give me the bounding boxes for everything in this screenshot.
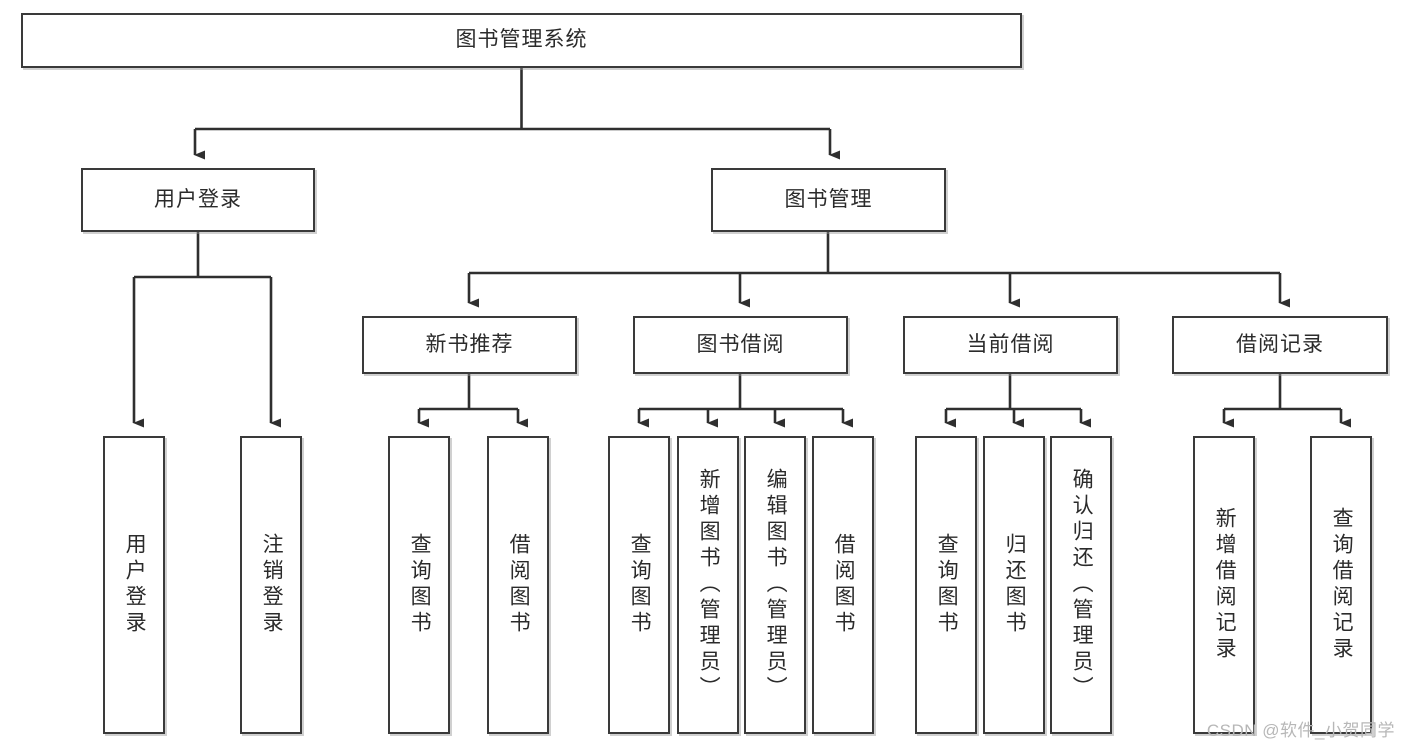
node-leaf-query-record[interactable]: 查询借阅记录 — [1310, 436, 1372, 734]
node-borrow-record[interactable]: 借阅记录 — [1172, 316, 1388, 374]
node-leaf-edit-book-label: 编辑图书（管理员） — [764, 468, 788, 702]
node-current-borrow-label: 当前借阅 — [966, 332, 1055, 356]
node-leaf-query-record-label: 查询借阅记录 — [1330, 507, 1354, 663]
node-leaf-return-book-label: 归还图书 — [1003, 533, 1027, 637]
node-leaf-borrow-book-2-label: 借阅图书 — [832, 533, 856, 637]
node-root-label: 图书管理系统 — [455, 28, 588, 52]
node-leaf-query-book-1[interactable]: 查询图书 — [388, 436, 450, 734]
node-leaf-borrow-book-2[interactable]: 借阅图书 — [812, 436, 874, 734]
node-leaf-query-book-2[interactable]: 查询图书 — [608, 436, 670, 734]
node-book-borrow[interactable]: 图书借阅 — [633, 316, 848, 374]
node-leaf-return-book[interactable]: 归还图书 — [983, 436, 1045, 734]
node-leaf-confirm-return[interactable]: 确认归还（管理员） — [1050, 436, 1112, 734]
node-leaf-add-book-label: 新增图书（管理员） — [697, 468, 721, 702]
node-book-manage-label: 图书管理 — [784, 187, 873, 211]
node-leaf-query-book-2-label: 查询图书 — [628, 533, 652, 637]
node-user-login[interactable]: 用户登录 — [81, 168, 315, 232]
node-leaf-user-logout-label: 注销登录 — [260, 533, 284, 637]
node-user-login-label: 用户登录 — [154, 187, 242, 211]
node-book-borrow-label: 图书借阅 — [696, 332, 785, 356]
node-current-borrow[interactable]: 当前借阅 — [903, 316, 1118, 374]
node-borrow-record-label: 借阅记录 — [1236, 332, 1324, 356]
node-book-manage[interactable]: 图书管理 — [711, 168, 946, 232]
node-leaf-query-book-3[interactable]: 查询图书 — [915, 436, 977, 734]
node-leaf-user-login[interactable]: 用户登录 — [103, 436, 165, 734]
node-leaf-borrow-book-1-label: 借阅图书 — [507, 533, 531, 637]
node-root[interactable]: 图书管理系统 — [21, 13, 1022, 68]
node-new-book-recommend[interactable]: 新书推荐 — [362, 316, 577, 374]
node-leaf-add-record[interactable]: 新增借阅记录 — [1193, 436, 1255, 734]
node-leaf-confirm-return-label: 确认归还（管理员） — [1070, 468, 1094, 702]
node-leaf-query-book-1-label: 查询图书 — [408, 533, 432, 637]
node-leaf-add-record-label: 新增借阅记录 — [1213, 507, 1237, 663]
node-leaf-borrow-book-1[interactable]: 借阅图书 — [487, 436, 549, 734]
node-leaf-add-book[interactable]: 新增图书（管理员） — [677, 436, 739, 734]
node-new-book-recommend-label: 新书推荐 — [425, 332, 514, 356]
node-leaf-user-logout[interactable]: 注销登录 — [240, 436, 302, 734]
watermark: CSDN @软件_小贺同学 — [1206, 721, 1395, 740]
node-leaf-user-login-label: 用户登录 — [123, 533, 147, 637]
node-leaf-query-book-3-label: 查询图书 — [935, 533, 959, 637]
node-leaf-edit-book[interactable]: 编辑图书（管理员） — [744, 436, 806, 734]
